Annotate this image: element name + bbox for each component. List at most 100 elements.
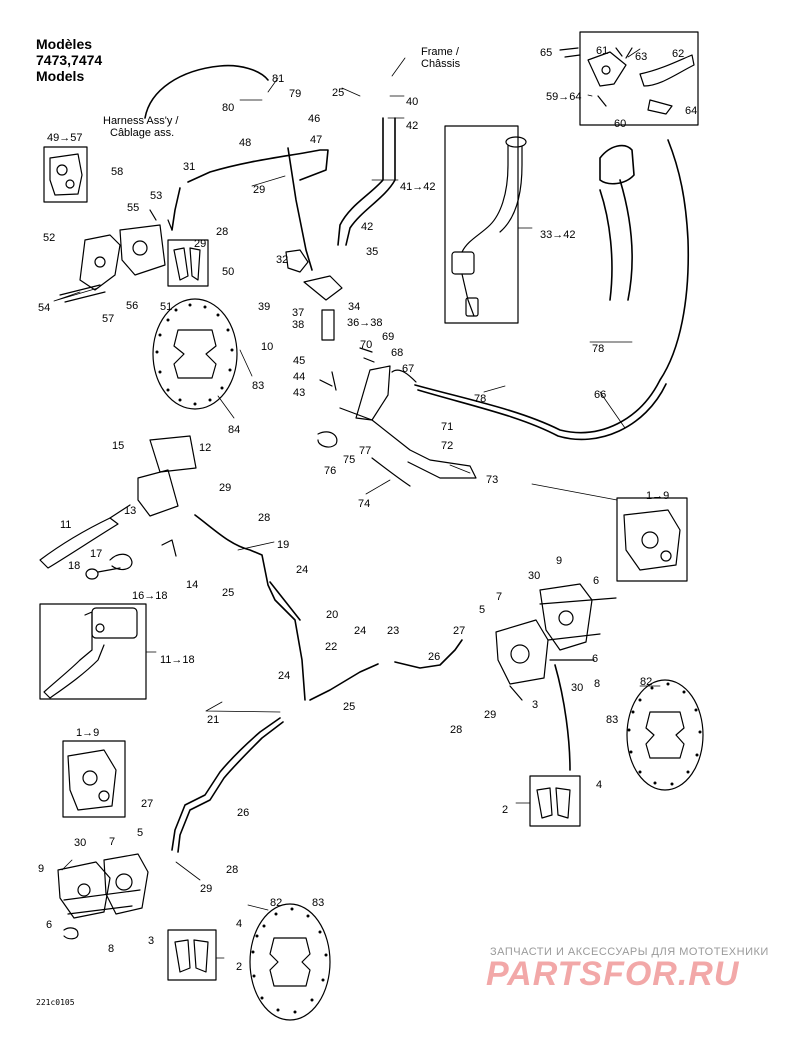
watermark-logo: PARTSFOR.RU: [486, 955, 740, 993]
part-callout: 34: [348, 301, 360, 313]
front-master-cylinder: [39, 435, 197, 580]
part-callout: 31: [183, 161, 195, 173]
part-callout: 8: [594, 678, 600, 690]
part-callout: 51: [160, 301, 172, 313]
part-callout: 78: [592, 343, 604, 355]
part-callout: 20: [326, 609, 338, 621]
part-callout: 26: [428, 651, 440, 663]
part-callout: 11: [60, 519, 71, 531]
part-callout: 33→42: [540, 229, 575, 241]
part-callout: 57: [102, 313, 114, 325]
frame-note-en: Frame /: [421, 46, 459, 58]
part-callout: 78: [474, 393, 486, 405]
part-callout: 8: [108, 943, 114, 955]
part-callout: 29: [200, 883, 212, 895]
inset-box-brake-pads-top: [167, 239, 209, 287]
part-callout: 63: [635, 51, 647, 63]
part-callout: 25: [343, 701, 355, 713]
part-callout: 60: [614, 118, 626, 130]
part-callout: 1→9: [76, 727, 99, 739]
part-callout: 66: [594, 389, 606, 401]
part-callout: 76: [324, 465, 336, 477]
part-callout: 24: [354, 625, 366, 637]
inset-box-brake-pads-bottom: [167, 929, 217, 981]
part-callout: 6: [46, 919, 52, 931]
title-line: 7473,7474: [36, 52, 103, 68]
part-callout: 62: [672, 48, 684, 60]
title-line: Modèles: [36, 36, 93, 52]
part-callout: 28: [226, 864, 238, 876]
part-callout: 80: [222, 102, 234, 114]
inset-box-rear-caliper-left: [62, 740, 126, 818]
part-callout: 64: [685, 105, 697, 117]
part-callout: 7: [109, 836, 115, 848]
diagram-code: 221c0105: [36, 998, 75, 1007]
rear-caliper-thumbnail-right: [623, 509, 681, 571]
part-callout: 19: [277, 539, 289, 551]
brake-pads-thumbnail-right: [536, 787, 571, 819]
part-callout: 83: [252, 380, 264, 392]
part-callout: 40: [406, 96, 418, 108]
caliper-thumbnail: [49, 153, 83, 196]
part-callout: 69: [382, 331, 394, 343]
part-callout: 22: [325, 641, 337, 653]
part-callout: 26: [237, 807, 249, 819]
part-callout: 13: [124, 505, 136, 517]
rear-caliper-thumbnail-left: [67, 749, 117, 811]
part-callout: 28: [258, 512, 270, 524]
part-callout: 45: [293, 355, 305, 367]
foot-brake-linkage: [285, 249, 477, 487]
part-callout: 9: [556, 555, 562, 567]
part-callout: 32: [276, 254, 288, 266]
part-callout: 72: [441, 440, 453, 452]
part-callout: 9: [38, 863, 44, 875]
part-callout: 30: [571, 682, 583, 694]
part-callout: 82: [270, 897, 282, 909]
part-callout: 12: [199, 442, 211, 454]
part-callout: 11→18: [160, 654, 195, 666]
part-callout: 29: [484, 709, 496, 721]
part-callout: 23: [387, 625, 399, 637]
part-callout: 59→64: [546, 91, 581, 103]
part-callout: 54: [38, 302, 50, 314]
part-callout: 47: [310, 134, 322, 146]
master-cylinder-thumbnail: [451, 136, 527, 317]
inset-box-rear-caliper-right: [616, 497, 688, 582]
part-callout: 53: [150, 190, 162, 202]
part-callout: 4: [596, 779, 602, 791]
part-callout: 7: [496, 591, 502, 603]
inset-box-brake-pads-right: [529, 775, 581, 827]
part-callout: 29: [194, 238, 206, 250]
rear-brake-disc-right: [626, 679, 704, 791]
part-callout: 36→38: [347, 317, 382, 329]
inset-box-hand-lever-assembly: [579, 31, 699, 126]
part-callout: 48: [239, 137, 251, 149]
inset-box-master-cylinder-assembly: [444, 125, 519, 324]
part-callout: 30: [528, 570, 540, 582]
part-callout: 42: [406, 120, 418, 132]
part-callout: 29: [219, 482, 231, 494]
part-callout: 27: [141, 798, 153, 810]
part-callout: 75: [343, 454, 355, 466]
part-callout: 35: [366, 246, 378, 258]
part-callout: 77: [359, 445, 371, 457]
part-callout: 30: [74, 837, 86, 849]
front-brake-disc: [152, 298, 238, 410]
part-callout: 3: [148, 935, 154, 947]
part-callout: 58: [111, 166, 123, 178]
part-callout: 83: [312, 897, 324, 909]
brake-pads-thumbnail-bottom: [174, 939, 209, 973]
inset-box-master-cylinder: [39, 603, 147, 700]
part-callout: 44: [293, 371, 305, 383]
part-callout: 6: [592, 653, 598, 665]
part-callout: 6: [593, 575, 599, 587]
part-callout: 29: [253, 184, 265, 196]
part-callout: 14: [186, 579, 198, 591]
part-callout: 25: [332, 87, 344, 99]
part-callout: 16→18: [132, 590, 167, 602]
part-callout: 81: [272, 73, 284, 85]
front-caliper-assembly: [59, 209, 173, 303]
part-callout: 71: [441, 421, 453, 433]
